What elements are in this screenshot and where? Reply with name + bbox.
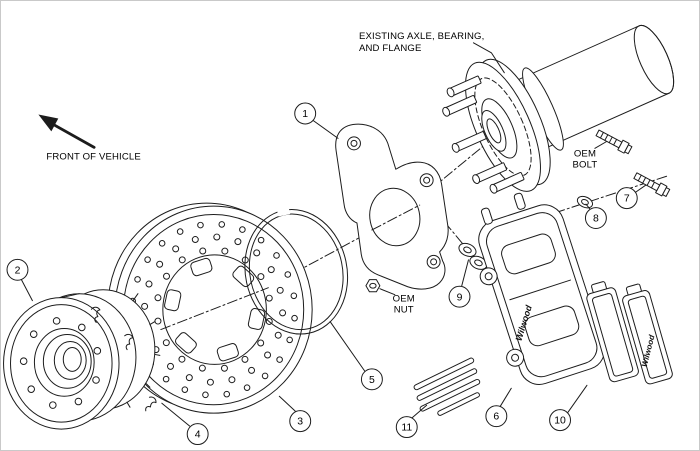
callout-4: 4 xyxy=(161,402,209,446)
svg-text:6: 6 xyxy=(493,412,499,423)
callout-2: 2 xyxy=(6,258,33,302)
svg-text:11: 11 xyxy=(401,423,412,434)
oem-bolt-leader xyxy=(594,140,608,149)
oem-nut-label-line1: OEM xyxy=(393,294,415,305)
callout-11: 11 xyxy=(395,404,428,439)
hat-bolt-holes xyxy=(19,317,102,409)
front-arrow-shaft xyxy=(51,123,96,149)
callout-9: 9 xyxy=(448,259,471,308)
oem-nut-callout: OEM NUT xyxy=(379,288,415,316)
callout-5: 5 xyxy=(329,321,383,391)
callout-3: 3 xyxy=(278,395,312,433)
svg-text:4: 4 xyxy=(195,430,201,441)
oem-bolt-label-line2: BOLT xyxy=(573,159,598,170)
pad-pins xyxy=(413,357,481,416)
front-of-vehicle-callout: FRONT OF VEHICLE xyxy=(38,114,141,162)
brake-hat xyxy=(3,289,161,430)
svg-text:8: 8 xyxy=(593,214,599,225)
brake-rotor xyxy=(107,202,313,414)
existing-axle-label-line1: EXISTING AXLE, BEARING, xyxy=(359,31,484,42)
caliper-bracket xyxy=(335,123,449,293)
snap-ring xyxy=(244,205,349,335)
existing-axle-leader xyxy=(472,42,505,74)
wheel-studs xyxy=(442,75,525,194)
bleed-screw xyxy=(480,207,493,225)
callout-1: 1 xyxy=(294,102,339,139)
callout-8: 8 xyxy=(584,203,607,229)
svg-text:2: 2 xyxy=(15,265,21,276)
oem-bolt-callout: OEM BOLT xyxy=(573,140,608,170)
bleed-screw xyxy=(513,192,526,210)
oem-nut-label-line2: NUT xyxy=(394,305,414,316)
rotor-drive-tabs xyxy=(164,257,266,362)
mount-washers xyxy=(458,242,488,270)
callout-6: 6 xyxy=(485,387,512,428)
oem-nut xyxy=(365,279,381,293)
front-arrow-icon xyxy=(38,114,59,132)
callout-7: 7 xyxy=(615,184,647,210)
callout-10: 10 xyxy=(549,384,588,432)
front-of-vehicle-label: FRONT OF VEHICLE xyxy=(46,151,141,162)
svg-text:9: 9 xyxy=(457,292,463,303)
svg-text:1: 1 xyxy=(302,109,308,120)
caliper-bolt xyxy=(633,172,671,197)
caliper-washer xyxy=(576,195,594,209)
brake-pads: Wilwood xyxy=(586,281,673,385)
svg-text:7: 7 xyxy=(624,194,630,205)
existing-axle-callout: EXISTING AXLE, BEARING, AND FLANGE xyxy=(359,31,505,74)
oem-nut-leader xyxy=(379,288,396,296)
svg-text:5: 5 xyxy=(369,375,375,386)
oem-bolt-label-line1: OEM xyxy=(574,148,596,159)
svg-text:3: 3 xyxy=(297,417,303,428)
existing-axle-label-line2: AND FLANGE xyxy=(359,43,422,54)
svg-text:10: 10 xyxy=(554,416,566,427)
oem-bolt xyxy=(595,129,633,155)
rotor-drill-holes xyxy=(129,221,298,399)
retaining-clips xyxy=(90,306,157,412)
axle-assembly xyxy=(442,24,675,194)
brake-caliper: Wilwood xyxy=(478,192,606,385)
